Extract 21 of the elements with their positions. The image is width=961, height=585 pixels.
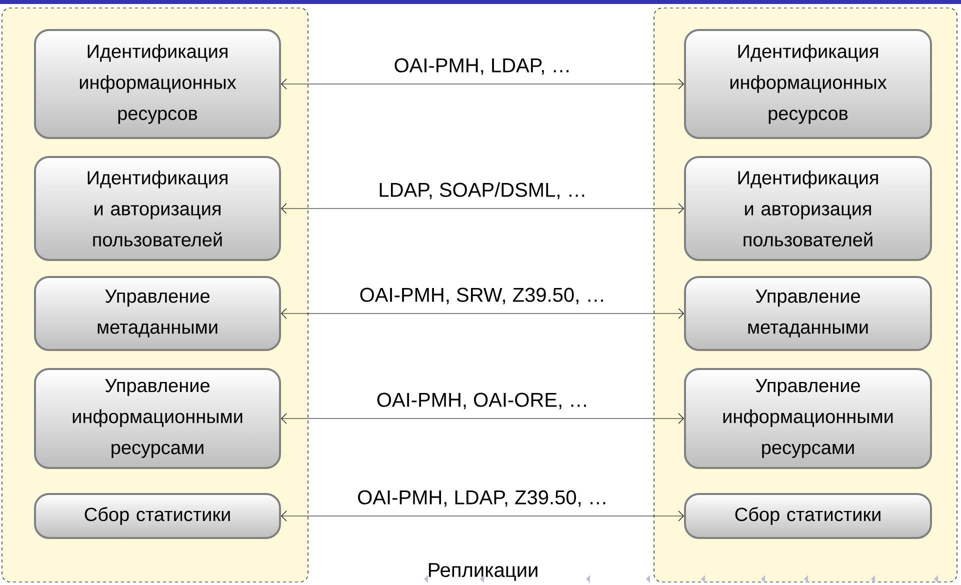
process-box: Идентификация и авторизация пользователей bbox=[684, 156, 932, 261]
process-box: Идентификация информационных ресурсов bbox=[34, 29, 281, 139]
edge-label: OAI-PMH, SRW, Z39.50, … bbox=[360, 288, 603, 304]
process-box: Управление информационными ресурсами bbox=[34, 368, 281, 469]
arrow bbox=[281, 203, 684, 214]
process-box: Управление метаданными bbox=[34, 276, 281, 351]
arrow bbox=[281, 510, 684, 522]
edge-label: OAI-PMH, LDAP, … bbox=[394, 58, 568, 75]
process-box: Управление информационными ресурсами bbox=[684, 368, 932, 469]
arrow bbox=[281, 413, 684, 424]
caption-label: Репликации bbox=[428, 563, 538, 581]
process-box: Сбор статистики bbox=[34, 493, 281, 539]
edge-label: LDAP, SOAP/DSML, … bbox=[380, 182, 584, 200]
process-box: Идентификация и авторизация пользователей bbox=[34, 156, 281, 261]
arrow bbox=[281, 308, 684, 319]
edge-label: OAI-PMH, LDAP, Z39.50, … bbox=[358, 490, 606, 507]
process-box: Управление метаданными bbox=[684, 276, 932, 351]
arrow bbox=[281, 78, 684, 90]
process-box: Сбор статистики bbox=[684, 493, 932, 539]
edge-label: OAI-PMH, OAI-ORE, … bbox=[377, 392, 586, 410]
process-box: Идентификация информационных ресурсов bbox=[684, 29, 932, 139]
